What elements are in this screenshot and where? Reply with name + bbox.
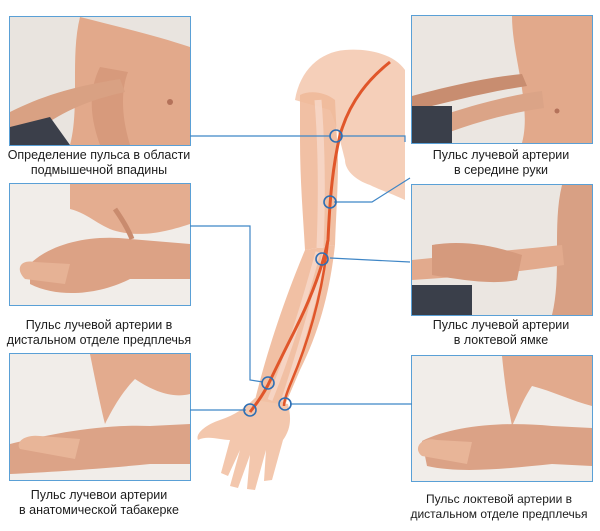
radial-artery-path <box>248 60 391 413</box>
photo-radial-mid-arm <box>411 15 593 144</box>
arm-illustration <box>197 49 405 490</box>
marker-snuffbox <box>243 403 257 417</box>
caption-ulnar-distal-forearm-line-2: дистальном отделе предплечья <box>410 507 588 521</box>
photo-axillary <box>9 16 191 146</box>
caption-radial-mid-arm-line-1: Пульс лучевой артерии <box>432 148 570 162</box>
caption-radial-mid-arm: Пульс лучевой артерии в середине руки <box>405 148 597 178</box>
caption-radial-snuffbox: Пульс лучевои артерии в анатомической та… <box>3 488 195 518</box>
caption-radial-distal-forearm-line-1: Пульс лучевой артерии в <box>25 318 173 332</box>
caption-radial-mid-arm-line-2: в середине руки <box>453 163 549 177</box>
photo-ulnar-distal-forearm <box>411 355 593 482</box>
caption-ulnar-distal-forearm: Пульс локтевой артерии в дистальном отде… <box>400 492 598 522</box>
pulse-markers <box>243 129 343 417</box>
marker-cubital-fossa <box>315 252 329 266</box>
caption-radial-snuffbox-line-2: в анатомической табакерке <box>19 503 179 517</box>
caption-radial-distal-forearm: Пульс лучевой артерии в дистальном отдел… <box>3 318 195 348</box>
caption-axillary: Определение пульса в области подмышечной… <box>3 148 195 178</box>
caption-radial-snuffbox-line-1: Пульс лучевои артерии <box>30 488 168 502</box>
marker-mid-arm <box>323 195 337 209</box>
caption-radial-cubital-fossa: Пульс лучевой артерии в локтевой ямке <box>405 318 597 348</box>
marker-ulnar-distal <box>278 397 292 411</box>
caption-radial-cubital-fossa-line-2: в локтевой ямке <box>453 333 549 347</box>
caption-axillary-line-2: подмышечной впадины <box>30 163 168 177</box>
photo-radial-cubital-fossa <box>411 184 593 316</box>
caption-axillary-line-1: Определение пульса в области <box>7 148 191 162</box>
photo-radial-snuffbox <box>9 353 191 481</box>
marker-radial-distal <box>261 376 275 390</box>
marker-axillary <box>329 129 343 143</box>
caption-ulnar-distal-forearm-line-1: Пульс локтевой артерии в <box>425 492 573 506</box>
caption-radial-distal-forearm-line-2: дистальном отделе предплечья <box>6 333 192 347</box>
photo-radial-distal-forearm <box>9 183 191 306</box>
caption-radial-cubital-fossa-line-1: Пульс лучевой артерии <box>432 318 570 332</box>
leader-lines <box>190 135 412 411</box>
ulnar-artery-path <box>282 239 330 407</box>
